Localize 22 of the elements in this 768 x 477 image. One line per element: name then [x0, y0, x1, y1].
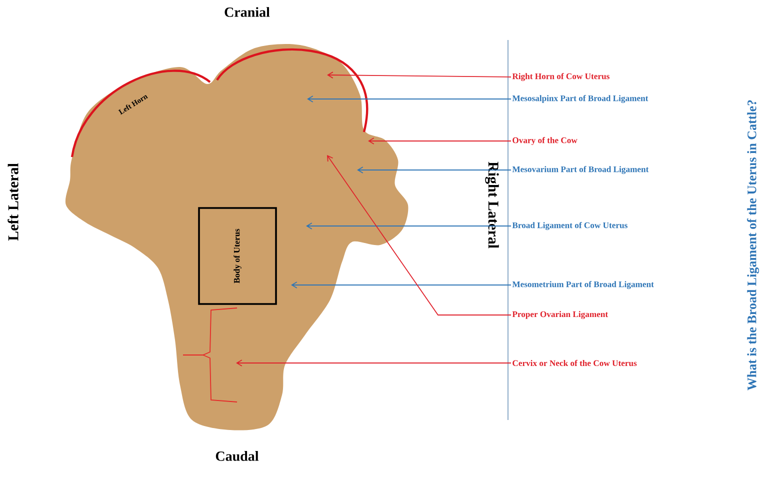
direction-label: Right Lateral: [485, 162, 499, 248]
callout-label: Ovary of the Cow: [512, 137, 578, 145]
leader-arrow: [357, 166, 512, 174]
leader-arrow: [306, 222, 512, 230]
leader-arrow: [236, 360, 512, 366]
callout-label: Mesovarium Part of Broad Ligament: [512, 166, 649, 174]
direction-label: Caudal: [216, 451, 259, 461]
leader-arrow: [327, 72, 512, 78]
direction-label: Cranial: [224, 7, 270, 17]
leader-arrow: [327, 155, 512, 316]
body-box: Body of Uterus: [198, 207, 277, 305]
callout-label: Cervix or Neck of the Cow Uterus: [512, 360, 637, 366]
title: What is the Broad Ligament of the Uterus in Cattle?: [746, 100, 760, 390]
leader-arrow: [368, 138, 512, 144]
leader-arrow: [291, 282, 512, 288]
callout-label: Mesometrium Part of Broad Ligament: [512, 281, 654, 289]
direction-label: Left Lateral: [8, 163, 18, 241]
callout-label: Broad Ligament of Cow Uterus: [512, 222, 628, 230]
callout-label: Right Horn of Cow Uterus: [512, 73, 610, 81]
leader-arrow: [307, 96, 512, 102]
callout-label: Mesosalpinx Part of Broad Ligament: [512, 95, 648, 103]
callout-label: Proper Ovarian Ligament: [512, 311, 608, 319]
